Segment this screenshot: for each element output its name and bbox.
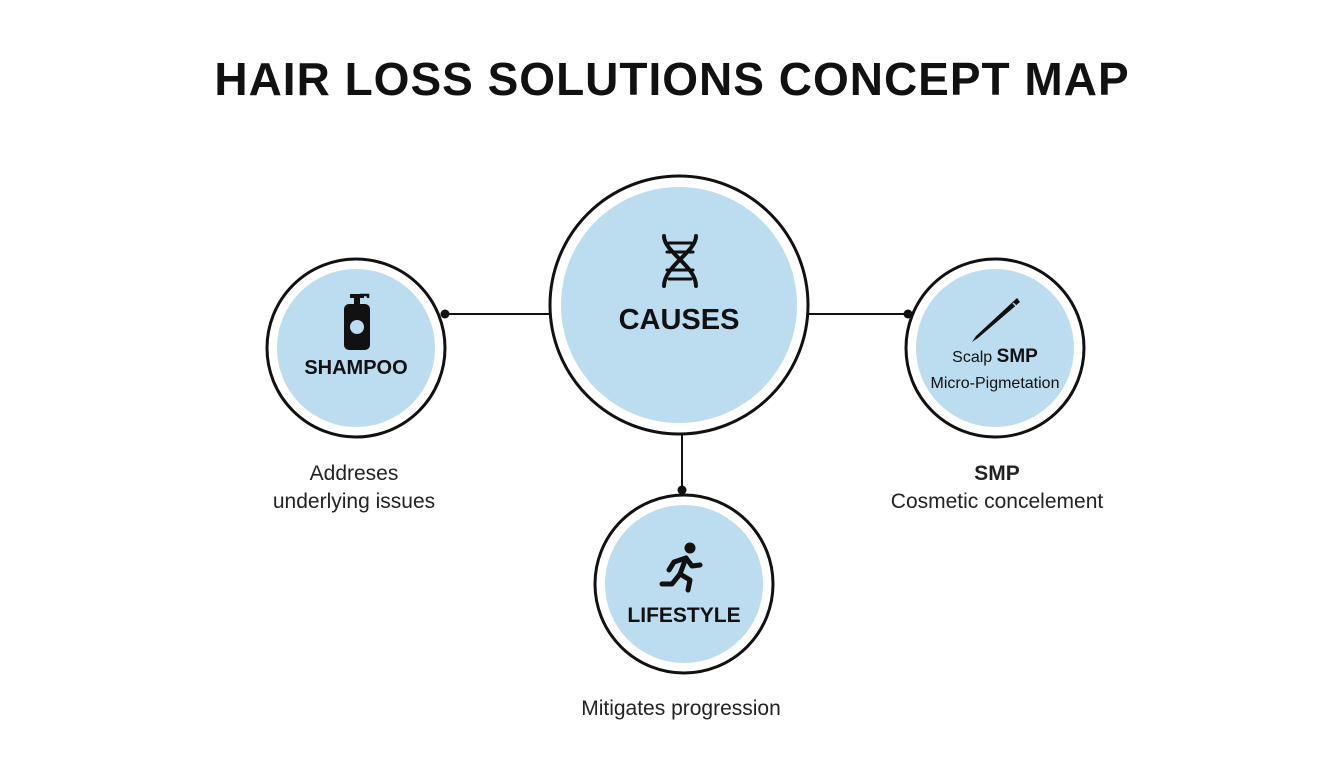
node-smp-label-group: Scalp SMP Micro-Pigmetation <box>915 345 1075 394</box>
node-causes[interactable] <box>548 174 810 436</box>
connector-dot-bottom <box>677 485 687 495</box>
caption-smp-line1: SMP <box>974 462 1020 485</box>
connector-dot-right <box>903 309 913 319</box>
caption-smp: SMP Cosmetic concelement <box>860 460 1134 516</box>
caption-lifestyle-line1: Mitigates progression <box>581 697 781 720</box>
node-lifestyle[interactable] <box>593 493 775 675</box>
node-shampoo-label: SHAMPOO <box>304 357 408 379</box>
caption-shampoo: Addreses underlying issues <box>254 460 454 516</box>
caption-lifestyle: Mitigates progression <box>531 695 831 723</box>
node-lifestyle-label: LIFESTYLE <box>627 604 741 627</box>
caption-shampoo-line2: underlying issues <box>272 490 436 513</box>
node-causes-label: CAUSES <box>618 304 740 336</box>
bottle-icon <box>344 293 370 350</box>
needle-icon <box>972 298 1020 342</box>
node-smp-label-prefix: Scalp <box>952 349 993 366</box>
caption-smp-line2: Cosmetic concelement <box>890 490 1104 513</box>
running-icon <box>659 542 703 593</box>
node-smp-label-line2: Micro-Pigmetation <box>930 375 1060 392</box>
node-smp[interactable] <box>904 257 1086 439</box>
connector-dot-left <box>440 309 450 319</box>
dna-icon <box>662 234 698 288</box>
page-title: HAIR LOSS SOLUTIONS CONCEPT MAP <box>214 53 1130 105</box>
node-smp-label: SMP <box>996 346 1038 367</box>
caption-shampoo-line1: Addreses <box>309 462 399 485</box>
